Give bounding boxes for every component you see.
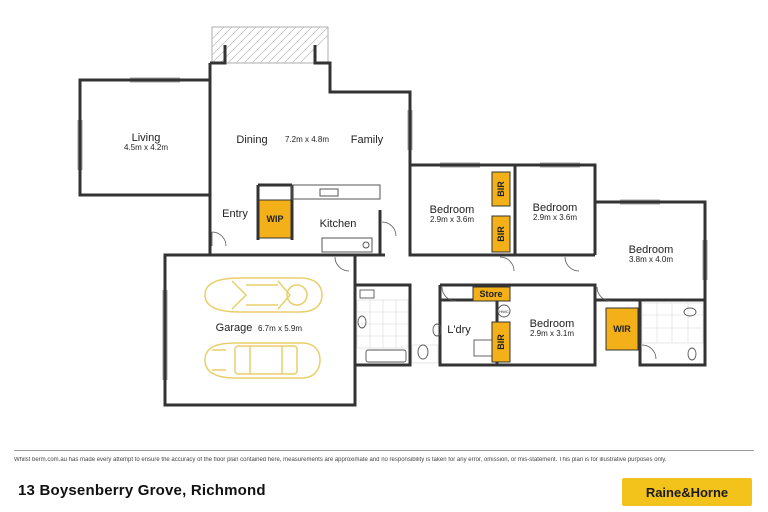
toilet-icon xyxy=(357,315,367,329)
kitchen-label: Kitchen xyxy=(320,218,357,230)
toilet-icon xyxy=(432,323,442,337)
brand-logo: Raine&Horne xyxy=(622,478,752,506)
bedroom-3-label: Bedroom xyxy=(629,244,674,256)
tiled-areas xyxy=(356,299,704,364)
dining-family-dim: 7.2m x 4.8m xyxy=(285,135,329,144)
basin-icon xyxy=(683,307,697,317)
windows xyxy=(77,77,708,380)
bir-2-label: BIR xyxy=(496,226,506,242)
garage-dim: 6.7m x 5.9m xyxy=(258,324,302,333)
bir-1-label: BIR xyxy=(496,181,506,197)
hwc-icon xyxy=(497,304,511,318)
disclaimer-text: Whilst berm.com.au has made every attemp… xyxy=(14,457,667,463)
hwc-label: HWC xyxy=(499,309,509,314)
bedroom-3-dim: 3.8m x 4.0m xyxy=(629,255,673,264)
wir-label: WIR xyxy=(613,324,631,334)
dining-label: Dining xyxy=(236,134,267,146)
door-swings xyxy=(211,221,657,360)
kitchen-benches xyxy=(291,184,381,253)
property-address: 13 Boysenberry Grove, Richmond xyxy=(18,482,266,499)
bedroom-4-dim: 2.9m x 3.1m xyxy=(530,329,574,338)
fixtures xyxy=(357,289,697,363)
wip-label: WIP xyxy=(267,214,284,224)
bedroom-2-dim: 2.9m x 3.6m xyxy=(533,213,577,222)
bir-block-2 xyxy=(491,215,511,253)
living-dim: 4.5m x 4.2m xyxy=(124,143,168,152)
walls xyxy=(78,45,707,407)
toilet-icon xyxy=(687,347,697,361)
store-block xyxy=(472,286,511,302)
footer-divider xyxy=(14,450,754,451)
bir-3-label: BIR xyxy=(496,334,506,350)
car-top xyxy=(204,277,323,313)
wir-block xyxy=(605,307,639,351)
bedroom-4-label: Bedroom xyxy=(530,318,575,330)
toilet-icon xyxy=(417,344,429,360)
wip-block xyxy=(258,199,292,239)
family-label: Family xyxy=(351,134,384,146)
bath-icon xyxy=(365,349,407,363)
trough-icon xyxy=(473,339,493,357)
laundry-label: L'dry xyxy=(447,324,471,336)
bedroom-1-dim: 2.9m x 3.6m xyxy=(430,215,474,224)
bir-block-1 xyxy=(491,171,511,207)
brand-logo-text: Raine&Horne xyxy=(645,484,729,500)
store-label: Store xyxy=(479,289,502,299)
floor-plan: Living 4.5m x 4.2m Dining 7.2m x 4.8m Fa… xyxy=(77,26,708,407)
bir-block-3 xyxy=(491,321,511,363)
storage-blocks xyxy=(258,171,639,363)
garage-label: Garage xyxy=(216,322,253,334)
entry-label: Entry xyxy=(222,208,248,220)
bedroom-1-label: Bedroom xyxy=(430,204,475,216)
bedroom-2-label: Bedroom xyxy=(533,202,578,214)
vanity-icon xyxy=(359,289,375,299)
car-bottom xyxy=(204,342,321,379)
living-label: Living xyxy=(132,132,161,144)
deck-hatch xyxy=(211,26,329,64)
